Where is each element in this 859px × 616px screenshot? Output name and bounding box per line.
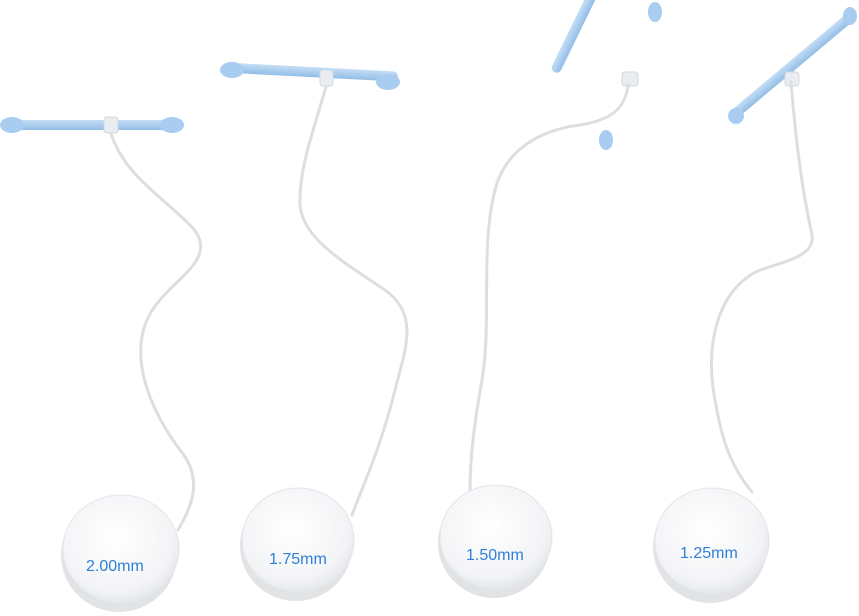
t-bar-1 <box>0 116 184 134</box>
size-label-4: 1.25mm <box>680 545 738 562</box>
t-bar-4 <box>728 7 857 124</box>
thread-1 <box>109 132 203 532</box>
disc-2 <box>240 487 355 601</box>
tag-item-4: 1.25mm <box>653 7 857 603</box>
tag-item-3: 1.50mm <box>438 0 662 598</box>
tag-item-2: 1.75mm <box>220 62 409 601</box>
disc-1 <box>61 494 180 612</box>
t-bar-2 <box>220 62 400 90</box>
thread-4 <box>709 80 814 494</box>
size-label-3: 1.50mm <box>466 547 524 564</box>
tag-item-1: 2.00mm <box>0 116 203 612</box>
size-label-2: 1.75mm <box>269 551 327 568</box>
disc-4 <box>653 487 770 603</box>
disc-3 <box>438 484 553 598</box>
t-bar-3 <box>551 0 662 150</box>
thread-3 <box>468 83 630 492</box>
thread-2 <box>298 85 409 517</box>
size-label-1: 2.00mm <box>86 558 144 575</box>
